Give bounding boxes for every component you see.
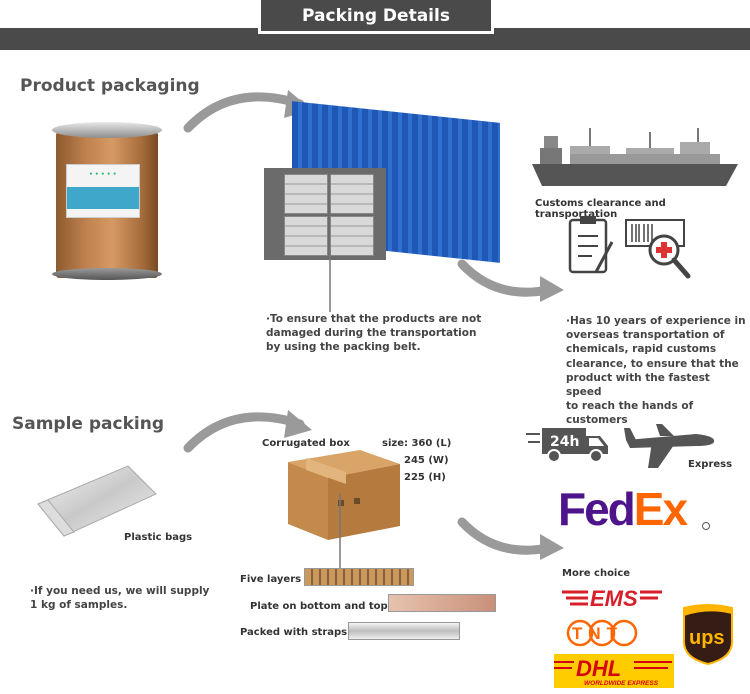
size-width: 245 (W)	[404, 455, 449, 466]
container-caption: ·To ensure that the products are not dam…	[266, 313, 482, 354]
sample-note: ·If you need us, we will supply 1 kg of …	[30, 585, 210, 612]
plate-image	[388, 594, 496, 612]
customs-clipboard-icon	[568, 216, 691, 279]
product-packaging-title: Product packaging	[20, 76, 200, 96]
layer-label-five: Five layers	[240, 574, 302, 585]
page-title: Packing Details	[258, 0, 494, 34]
corrugated-strip-image	[304, 568, 414, 586]
arrow-icon	[457, 259, 564, 302]
corrugated-box-label: Corrugated box	[262, 438, 350, 449]
delivery-truck-icon: 24h	[526, 428, 608, 463]
plastic-bags-label: Plastic bags	[124, 532, 193, 543]
airplane-icon	[624, 424, 715, 468]
customs-label: Customs clearance and transportation	[535, 198, 666, 220]
layer-label-straps: Packed with straps	[240, 627, 348, 638]
fiber-drum-image: • • • • •	[52, 122, 162, 282]
dhl-text: DHL	[576, 656, 621, 681]
trademark-icon	[702, 522, 710, 530]
layer-label-plate: Plate on bottom and top	[250, 601, 388, 612]
dhl-logo: DHL WORLDWIDE EXPRESS	[554, 654, 674, 688]
corrugated-box-image	[288, 450, 400, 540]
ems-logo: EMS	[562, 586, 662, 610]
arrow-icon	[183, 410, 312, 453]
size-height: 225 (H)	[404, 472, 446, 483]
dhl-sub-text: WORLDWIDE EXPRESS	[584, 680, 659, 687]
express-label: Express	[688, 459, 733, 470]
strap-roll-image	[348, 622, 460, 640]
plastic-bag-image	[37, 465, 157, 537]
ups-logo: ups	[683, 604, 733, 666]
tnt-text: TNT	[572, 624, 623, 643]
size-length: size: 360 (L)	[382, 438, 452, 449]
header-bar	[0, 28, 750, 50]
fedex-logo: FedEx	[558, 483, 688, 535]
customs-caption: ·Has 10 years of experience in overseas …	[566, 315, 746, 427]
truck-24h-text: 24h	[550, 434, 579, 450]
cargo-ship-icon	[532, 128, 738, 186]
more-choice-label: More choice	[562, 568, 631, 579]
tnt-logo: TNT	[566, 619, 638, 647]
pointer-line	[339, 494, 341, 570]
ems-text: EMS	[590, 586, 638, 610]
sample-packing-title: Sample packing	[12, 414, 164, 434]
pointer-line	[329, 250, 331, 312]
shipping-container-image	[264, 101, 500, 263]
arrow-icon	[457, 517, 564, 560]
ups-text: ups	[689, 627, 725, 649]
